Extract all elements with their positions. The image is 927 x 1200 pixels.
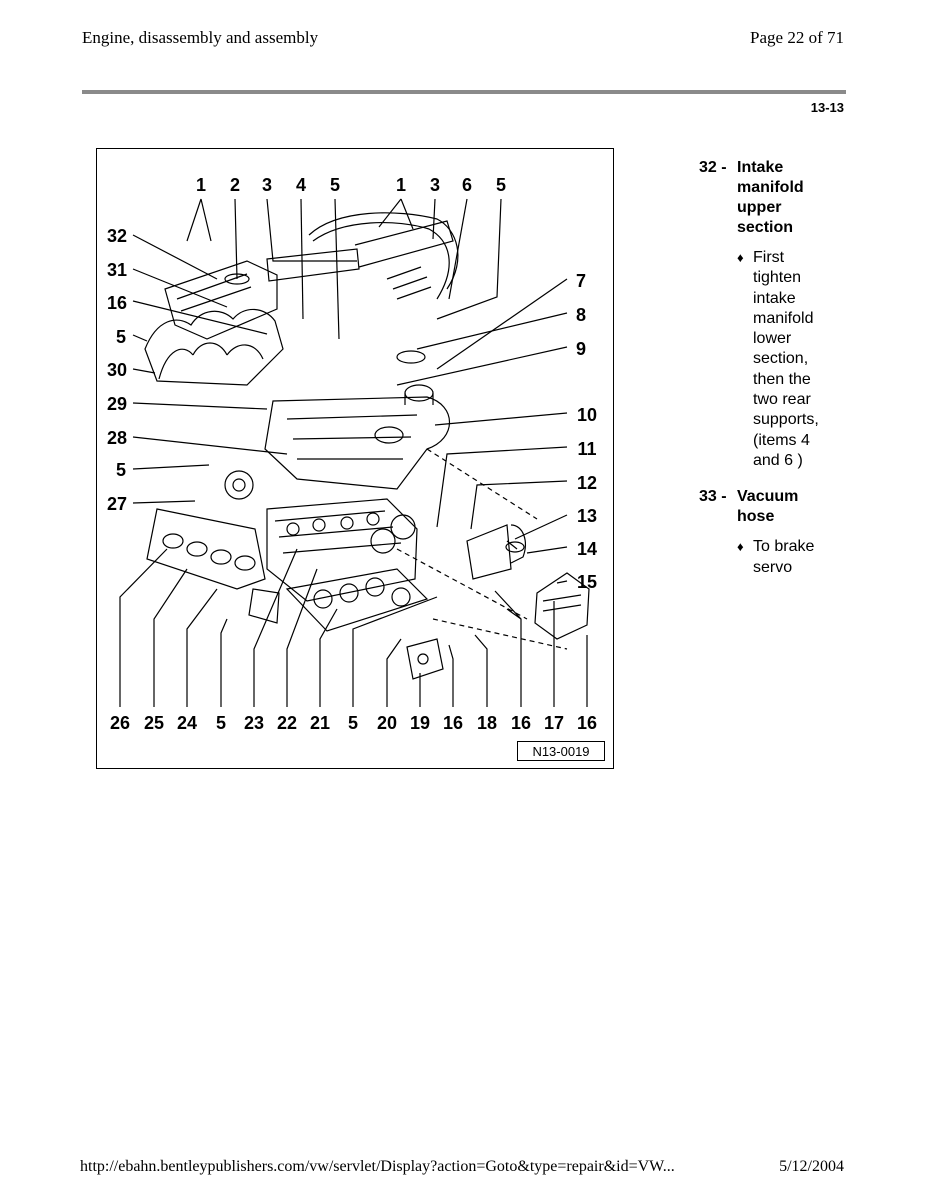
callout-label: 2 xyxy=(229,175,241,195)
callout-label: 3 xyxy=(261,175,273,195)
item-note: ♦ First tighten intake manifold lower se… xyxy=(737,248,849,471)
item-title: Vacuum hose xyxy=(737,488,799,526)
item-note: ♦ To brake servo xyxy=(737,537,849,578)
callout-label: 28 xyxy=(106,428,128,448)
callout-label: 8 xyxy=(575,305,587,325)
callout-label: 20 xyxy=(376,713,398,733)
callout-label: 5 xyxy=(115,327,127,347)
note-text: First tighten intake manifold lower sect… xyxy=(753,249,819,469)
callout-label: 5 xyxy=(495,175,507,195)
note-text: To brake servo xyxy=(753,538,815,576)
callout-label: 25 xyxy=(143,713,165,733)
footer-date: 5/12/2004 xyxy=(779,1158,844,1175)
item-number: 32 - xyxy=(699,159,727,176)
diamond-bullet-icon: ♦ xyxy=(737,250,744,265)
callout-label: 26 xyxy=(109,713,131,733)
callout-label: 19 xyxy=(409,713,431,733)
document-title: Engine, disassembly and assembly xyxy=(82,28,319,47)
callout-label: 1 xyxy=(395,175,407,195)
callout-label: 27 xyxy=(106,494,128,514)
diamond-bullet-icon: ♦ xyxy=(737,539,744,555)
callout-label: 14 xyxy=(576,539,598,559)
callout-label: 4 xyxy=(295,175,307,195)
legend-item: 33 - Vacuum hose ♦ To brake servo xyxy=(699,487,849,578)
callout-label: 12 xyxy=(576,473,598,493)
callout-label: 16 xyxy=(442,713,464,733)
callout-label: 15 xyxy=(576,572,598,592)
figure-id: N13-0019 xyxy=(517,741,605,761)
callout-label: 1 xyxy=(195,175,207,195)
callout-label: 31 xyxy=(106,260,128,280)
callout-label: 16 xyxy=(510,713,532,733)
callout-label: 22 xyxy=(276,713,298,733)
callout-label: 5 xyxy=(215,713,227,733)
engine-parts-drawing xyxy=(119,198,590,707)
callout-label: 18 xyxy=(476,713,498,733)
callout-label: 9 xyxy=(575,339,587,359)
callout-label: 29 xyxy=(106,394,128,414)
callout-label: 7 xyxy=(575,271,587,291)
callout-label: 32 xyxy=(106,226,128,246)
header-rule xyxy=(82,90,846,94)
callout-label: 5 xyxy=(115,460,127,480)
callout-label: 23 xyxy=(243,713,265,733)
exploded-diagram: 1 2 3 4 5 1 3 6 5 32 31 16 5 30 29 28 5 … xyxy=(96,148,614,769)
callout-label: 21 xyxy=(309,713,331,733)
callout-label: 30 xyxy=(106,360,128,380)
callout-label: 16 xyxy=(106,293,128,313)
callout-label: 5 xyxy=(329,175,341,195)
legend-item: 32 - Intake manifold upper section ♦ Fir… xyxy=(699,158,849,471)
callout-label: 10 xyxy=(576,405,598,425)
section-code: 13-13 xyxy=(810,100,844,115)
callout-label: 11 xyxy=(577,439,597,459)
callout-label: 6 xyxy=(461,175,473,195)
callout-label: 5 xyxy=(347,713,359,733)
footer-url: http://ebahn.bentleypublishers.com/vw/se… xyxy=(80,1158,675,1175)
callout-label: 17 xyxy=(543,713,565,733)
parts-legend: 32 - Intake manifold upper section ♦ Fir… xyxy=(699,158,849,578)
callout-label: 16 xyxy=(576,713,598,733)
item-title: Intake manifold upper section xyxy=(737,159,804,236)
callout-label: 13 xyxy=(576,506,598,526)
callout-label: 3 xyxy=(429,175,441,195)
page-number: Page 22 of 71 xyxy=(750,28,844,47)
callout-label: 24 xyxy=(176,713,198,733)
item-number: 33 - xyxy=(699,488,727,506)
